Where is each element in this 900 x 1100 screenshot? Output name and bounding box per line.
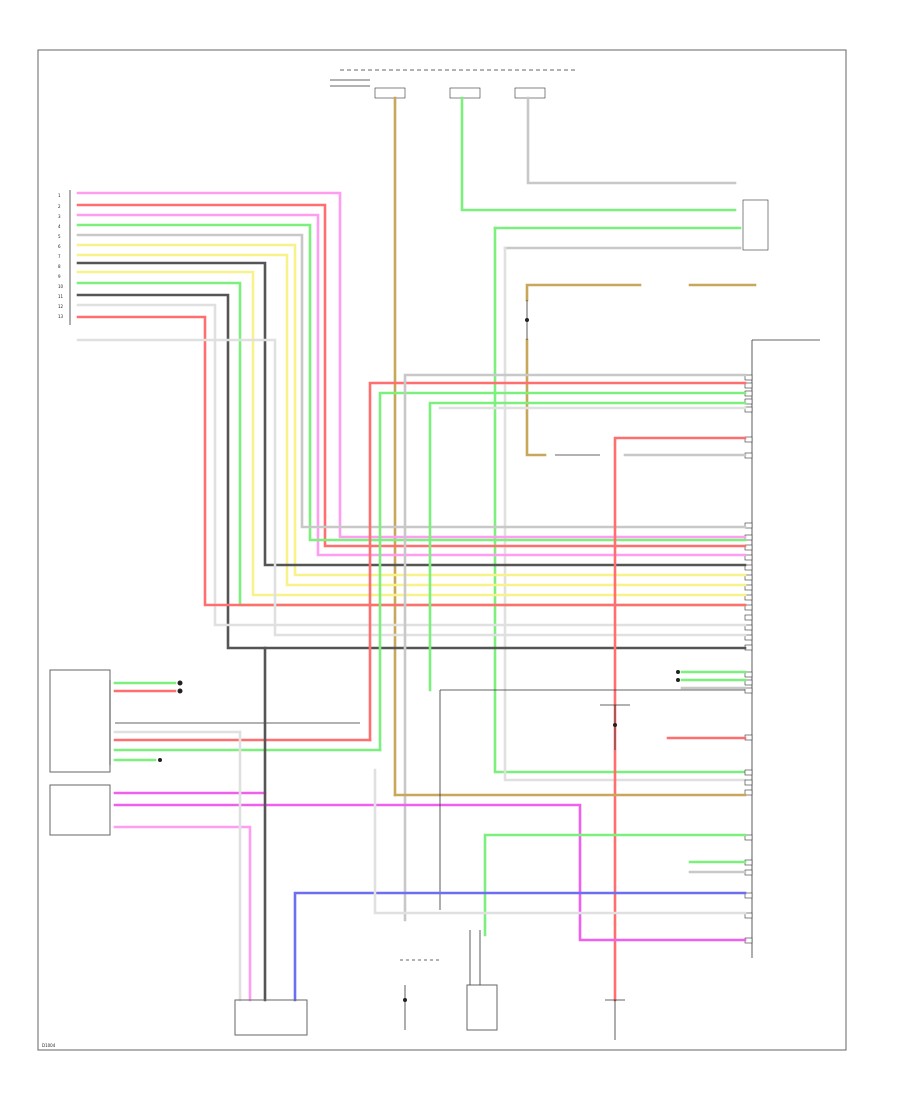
- green-wire-vertical-right: [493, 226, 747, 774]
- svg-text:3: 3: [58, 214, 61, 219]
- transmission-range-sensor-component: [466, 930, 498, 1031]
- blue-wire-bottom: [293, 891, 747, 1002]
- green-wire-4: [76, 223, 747, 542]
- gray-wire-14: [76, 338, 747, 637]
- svg-text:12: 12: [58, 304, 64, 309]
- svg-text:10: 10: [58, 284, 64, 289]
- magenta-wire-shift-2: [113, 803, 747, 942]
- pattern-select-switch-component: [600, 704, 630, 750]
- yellow-wire-6: [76, 243, 747, 577]
- red-wire-13: [76, 315, 747, 607]
- ecm-pins: [744, 374, 753, 944]
- green-wire-middle: [378, 391, 747, 752]
- green-wire-lower-mid: [483, 833, 747, 937]
- red-wire-middle: [368, 381, 747, 742]
- svg-text:8: 8: [58, 264, 61, 269]
- svg-text:7: 7: [58, 254, 61, 259]
- black-wire-8: [76, 261, 747, 567]
- tan-wire-brake-vertical: [525, 338, 547, 457]
- top-connector-center: [449, 87, 481, 99]
- yellow-wire-7: [76, 253, 747, 587]
- left-connector-block: 1 2 3 4 5 6 7 8 9 10 11 12 13: [58, 190, 71, 325]
- svg-text:4: 4: [58, 224, 61, 229]
- left-ecu-component: [49, 669, 111, 773]
- combination-meter-component: [234, 999, 308, 1036]
- green-wire-middle-2: [428, 401, 747, 692]
- gray-wire-bottom-913: [373, 768, 747, 915]
- fuse-block-component: [605, 999, 625, 1040]
- brake-switch-component: [400, 959, 440, 1030]
- svg-text:5: 5: [58, 234, 61, 239]
- svg-text:2: 2: [58, 204, 61, 209]
- yellow-wire-9: [76, 270, 747, 597]
- gray-wire-vertical-right: [503, 246, 747, 782]
- footer-code: D1004: [42, 1043, 56, 1048]
- svg-text:9: 9: [58, 274, 61, 279]
- top-connector-right: [514, 87, 546, 99]
- green-wire-10: [76, 281, 747, 607]
- shift-lock-ecu-component: [49, 784, 111, 836]
- red-wire-2: [76, 203, 747, 548]
- pink-wire-1: [76, 191, 747, 539]
- svg-text:6: 6: [58, 244, 61, 249]
- green-wire-top-center: [460, 96, 737, 212]
- gray-wire-12: [76, 303, 747, 627]
- tan-wire-brake: [525, 283, 642, 302]
- svg-text:11: 11: [58, 294, 64, 299]
- svg-text:1: 1: [58, 193, 61, 198]
- black-wire-11: [76, 293, 747, 650]
- red-wire-right-down: [613, 436, 747, 1002]
- speed-sensor-connector: [742, 199, 769, 251]
- diagram-frame: [37, 49, 847, 1051]
- magenta-wire-shift-3: [113, 825, 252, 1002]
- gray-wire-top-right: [526, 96, 737, 185]
- svg-text:13: 13: [58, 314, 64, 319]
- gray-wire-middle: [403, 373, 747, 922]
- top-connector-group: [330, 69, 575, 99]
- gray-wire-5: [76, 233, 747, 529]
- top-connector-left: [374, 87, 406, 99]
- ecm-component: [744, 339, 820, 958]
- pink-wire-3: [76, 213, 747, 557]
